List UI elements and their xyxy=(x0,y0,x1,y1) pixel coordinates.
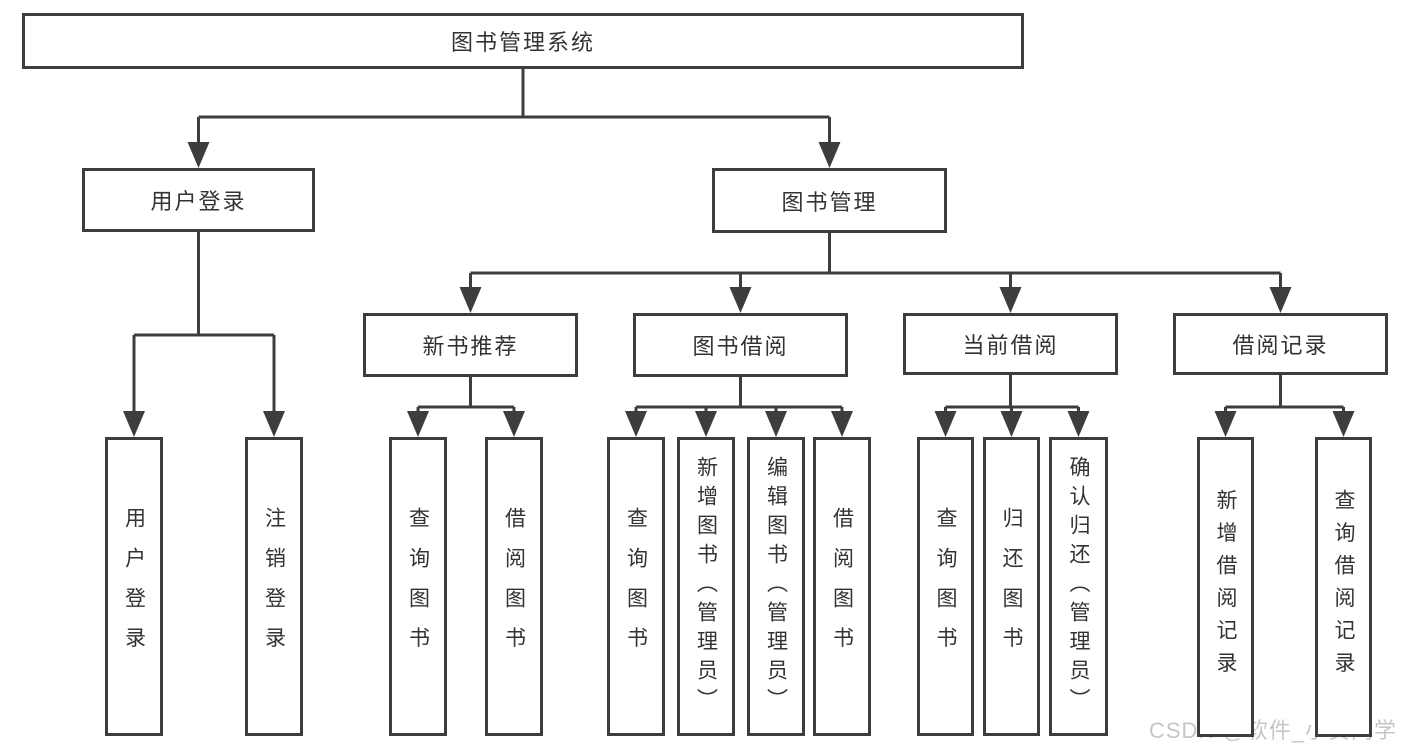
node-label-newbook: 新书推荐 xyxy=(422,334,519,359)
arrowhead-cb_confirm xyxy=(1067,411,1090,437)
arrowhead-records xyxy=(1269,287,1292,313)
node-bb_edit: 编辑图书（管理员） xyxy=(747,437,805,736)
arrowhead-nb_query xyxy=(407,411,429,437)
node-current: 当前借阅 xyxy=(903,313,1118,375)
arrowhead-user_login xyxy=(123,411,145,437)
edge-from-current xyxy=(944,375,1080,417)
arrowhead-cb_query xyxy=(934,411,957,437)
arrowhead-cb_return xyxy=(1000,411,1023,437)
node-br_query: 查询借阅记录 xyxy=(1315,437,1372,737)
node-br_add: 新增借阅记录 xyxy=(1197,437,1254,737)
node-label-bb_edit: 编辑图书（管理员） xyxy=(764,456,788,717)
edge-from-login xyxy=(132,232,276,417)
node-label-bb_query: 查询图书 xyxy=(624,506,648,667)
node-cb_confirm: 确认归还（管理员） xyxy=(1049,437,1108,736)
arrowhead-bb_query xyxy=(625,411,647,437)
node-label-user_login: 用户登录 xyxy=(122,506,146,667)
node-cb_query: 查询图书 xyxy=(917,437,974,736)
node-label-logout: 注销登录 xyxy=(262,506,286,667)
node-mgmt: 图书管理 xyxy=(712,168,947,233)
node-label-br_query: 查询借阅记录 xyxy=(1332,489,1355,685)
arrowhead-bb_edit xyxy=(765,411,787,437)
node-label-borrow: 图书借阅 xyxy=(692,334,789,359)
node-label-cb_confirm: 确认归还（管理员） xyxy=(1067,456,1090,717)
node-newbook: 新书推荐 xyxy=(363,313,578,377)
node-bb_borrow: 借阅图书 xyxy=(813,437,871,736)
node-logout: 注销登录 xyxy=(245,437,303,736)
arrowhead-br_query xyxy=(1332,411,1355,437)
edge-from-borrow xyxy=(634,377,844,417)
arrowhead-borrow xyxy=(729,287,752,313)
arrowhead-current xyxy=(999,287,1022,313)
node-label-root: 图书管理系统 xyxy=(450,30,595,55)
node-bb_query: 查询图书 xyxy=(607,437,665,736)
node-label-br_add: 新增借阅记录 xyxy=(1214,489,1237,685)
arrowhead-mgmt xyxy=(818,142,841,168)
node-label-nb_query: 查询图书 xyxy=(406,506,430,667)
arrowhead-br_add xyxy=(1214,411,1237,437)
arrowhead-login xyxy=(187,142,210,168)
node-label-bb_add: 新增图书（管理员） xyxy=(694,456,718,717)
node-label-cb_query: 查询图书 xyxy=(934,506,957,667)
arrowhead-bb_add xyxy=(695,411,717,437)
node-nb_query: 查询图书 xyxy=(389,437,447,736)
edge-from-root xyxy=(197,69,831,148)
node-label-records: 借阅记录 xyxy=(1232,333,1329,358)
arrowhead-bb_borrow xyxy=(831,411,853,437)
node-label-login: 用户登录 xyxy=(150,189,247,214)
edge-from-records xyxy=(1224,375,1345,417)
arrowhead-logout xyxy=(263,411,285,437)
node-user_login: 用户登录 xyxy=(105,437,163,736)
node-root: 图书管理系统 xyxy=(22,13,1024,69)
edge-from-mgmt xyxy=(469,233,1282,293)
node-nb_borrow: 借阅图书 xyxy=(485,437,543,736)
node-label-mgmt: 图书管理 xyxy=(781,189,878,215)
node-records: 借阅记录 xyxy=(1173,313,1388,375)
arrowhead-nb_borrow xyxy=(503,411,525,437)
node-cb_return: 归还图书 xyxy=(983,437,1040,736)
arrowhead-newbook xyxy=(459,287,482,313)
edge-from-newbook xyxy=(416,377,516,417)
node-bb_add: 新增图书（管理员） xyxy=(677,437,735,736)
node-label-nb_borrow: 借阅图书 xyxy=(502,506,526,667)
node-label-cb_return: 归还图书 xyxy=(1000,506,1023,667)
node-label-bb_borrow: 借阅图书 xyxy=(830,506,854,667)
node-login: 用户登录 xyxy=(82,168,315,232)
node-borrow: 图书借阅 xyxy=(633,313,848,377)
node-label-current: 当前借阅 xyxy=(962,333,1059,358)
